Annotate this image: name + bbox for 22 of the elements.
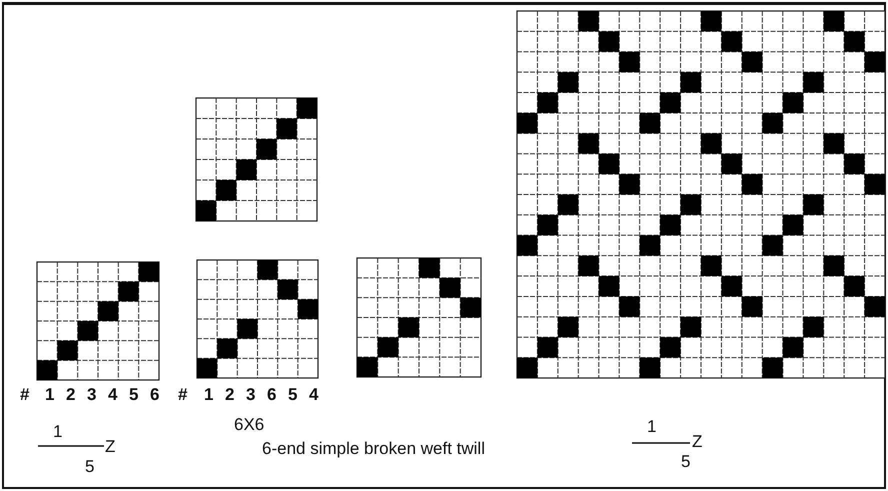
fraction-denominator: 5 [85,458,94,475]
fraction-denominator: 5 [681,453,690,470]
twill-direction-label: Z [105,438,116,455]
column-number: 1 [204,386,214,403]
column-number: 2 [225,386,234,403]
column-number: 1 [45,386,54,403]
column-number: 2 [66,386,76,403]
column-number: 4 [309,386,318,403]
column-number: 6 [150,386,160,403]
fraction-numerator: 1 [647,418,656,435]
column-number: 5 [129,386,138,403]
hash-mark: # [20,386,30,403]
column-number: 4 [108,386,118,403]
twill-direction-label: Z [692,433,702,450]
column-number: 6 [267,386,276,403]
caption: 6-end simple broken weft twill [262,440,485,457]
column-number: 5 [288,386,298,403]
grid-size-label: 6X6 [234,416,264,433]
hash-mark: # [178,386,188,403]
fraction-numerator: 1 [53,423,62,440]
column-number: 3 [87,386,96,403]
column-number: 3 [246,386,256,403]
